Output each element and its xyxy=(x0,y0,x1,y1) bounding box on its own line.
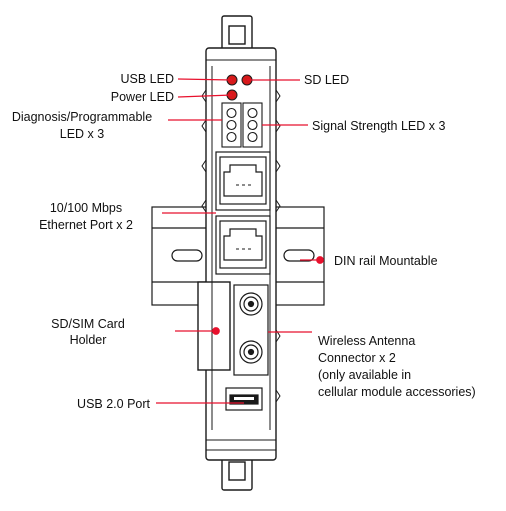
label-sdsim-line2: Holder xyxy=(70,333,107,347)
label-sd-led: SD LED xyxy=(304,73,349,87)
label-antenna-line1: Wireless Antenna xyxy=(318,334,415,348)
label-diagnosis-line2: LED x 3 xyxy=(60,127,105,141)
label-power-led: Power LED xyxy=(111,90,174,104)
label-signal-strength: Signal Strength LED x 3 xyxy=(312,119,445,133)
ethernet-port-1 xyxy=(215,151,271,211)
diagnosis-led-group xyxy=(221,102,242,148)
ethernet-port-2 xyxy=(215,215,271,275)
label-antenna-line2: Connector x 2 xyxy=(318,351,396,365)
label-usb-led: USB LED xyxy=(121,72,175,86)
label-antenna-line3: (only available in xyxy=(318,368,411,382)
label-sdsim-line1: SD/SIM Card xyxy=(51,317,125,331)
label-diagnosis-line1: Diagnosis/Programmable xyxy=(12,110,152,124)
leader-lines xyxy=(156,78,324,404)
label-din-rail: DIN rail Mountable xyxy=(334,254,438,268)
label-ethernet-line1: 10/100 Mbps xyxy=(50,201,122,215)
label-antenna-line4: cellular module accessories) xyxy=(318,385,476,399)
usb-port xyxy=(225,387,263,411)
label-ethernet-line2: Ethernet Port x 2 xyxy=(39,218,133,232)
label-usb-port: USB 2.0 Port xyxy=(77,397,150,411)
antenna-connectors xyxy=(233,284,269,376)
